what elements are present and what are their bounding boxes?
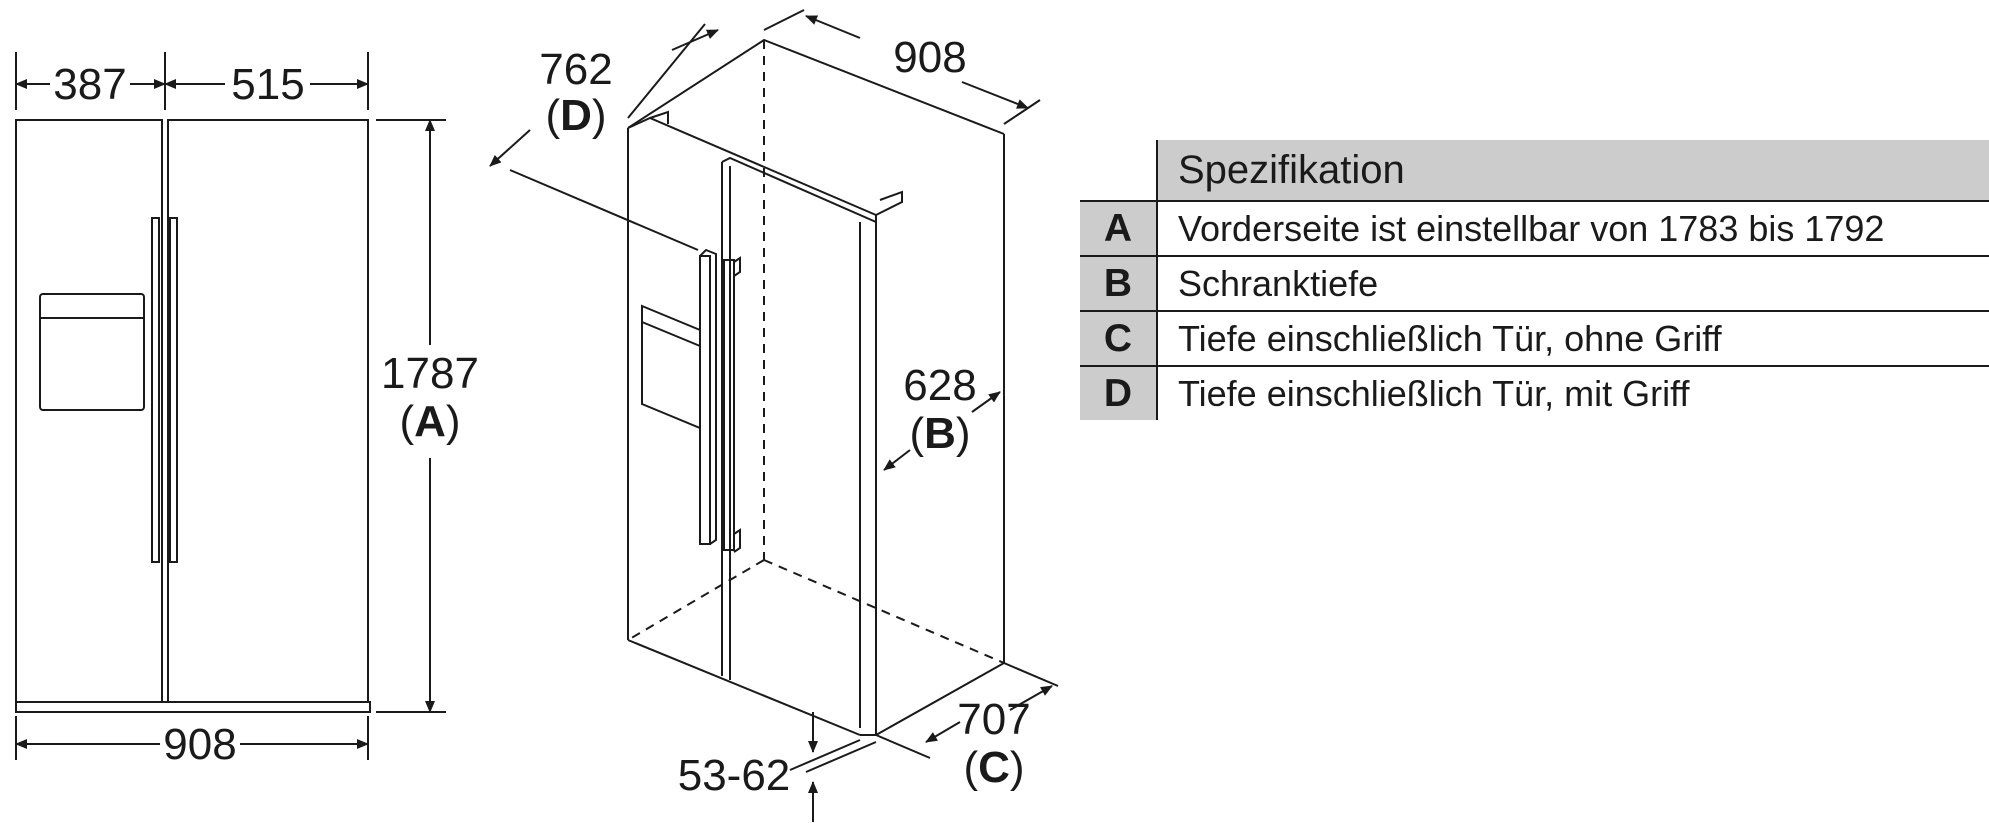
feet-range-label: 53-62 <box>678 751 791 800</box>
spec-header-key-cell <box>1080 140 1158 201</box>
height-key-label: (A) <box>399 397 460 446</box>
width-left-label: 387 <box>53 60 126 109</box>
door-top-edge <box>627 116 877 216</box>
spec-text: Tiefe einschließlich Tür, mit Griff <box>1157 365 1989 420</box>
table-row: B Schranktiefe <box>1080 255 1989 311</box>
width-right-label: 515 <box>231 60 304 109</box>
height-value-label: 1787 <box>381 349 479 398</box>
spec-text: Tiefe einschließlich Tür, ohne Griff <box>1157 310 1989 366</box>
depth-handle-key-label: (D) <box>545 91 606 140</box>
base-plinth <box>15 701 371 713</box>
iso-width-label: 908 <box>893 33 966 82</box>
spec-key: A <box>1080 200 1158 256</box>
spec-key: B <box>1080 255 1158 311</box>
spec-table: Spezifikation A Vorderseite ist einstell… <box>1080 140 1989 420</box>
spec-key: D <box>1080 365 1158 420</box>
spec-key: C <box>1080 310 1158 366</box>
front-view <box>15 52 446 760</box>
right-door <box>167 119 369 703</box>
right-door-handle <box>169 217 178 563</box>
depth-door-value-label: 707 <box>957 695 1030 744</box>
width-total-label: 908 <box>163 720 236 769</box>
cabinet-depth-value-label: 628 <box>903 361 976 410</box>
isometric-view <box>489 9 1059 822</box>
spec-header: Spezifikation <box>1157 140 1989 201</box>
right-handle <box>723 259 735 551</box>
left-handle <box>699 255 711 545</box>
dimension-drawing: 387 515 908 1787 (A) <box>15 9 1059 822</box>
table-row: D Tiefe einschließlich Tür, mit Griff <box>1080 365 1989 420</box>
iso-dispenser <box>641 304 701 430</box>
spec-text: Vorderseite ist einstellbar von 1783 bis… <box>1157 200 1989 256</box>
spec-text: Schranktiefe <box>1157 255 1989 311</box>
depth-door-key-label: (C) <box>963 743 1024 792</box>
dispenser <box>39 293 145 411</box>
depth-handle-value-label: 762 <box>539 45 612 94</box>
hidden-edges <box>627 40 1005 664</box>
spec-header-row: Spezifikation <box>1080 140 1989 201</box>
left-door-handle <box>151 217 160 563</box>
cabinet-depth-key-label: (B) <box>909 409 970 458</box>
cabinet-top <box>627 38 1005 135</box>
table-row: C Tiefe einschließlich Tür, ohne Griff <box>1080 310 1989 366</box>
table-row: A Vorderseite ist einstellbar von 1783 b… <box>1080 200 1989 256</box>
